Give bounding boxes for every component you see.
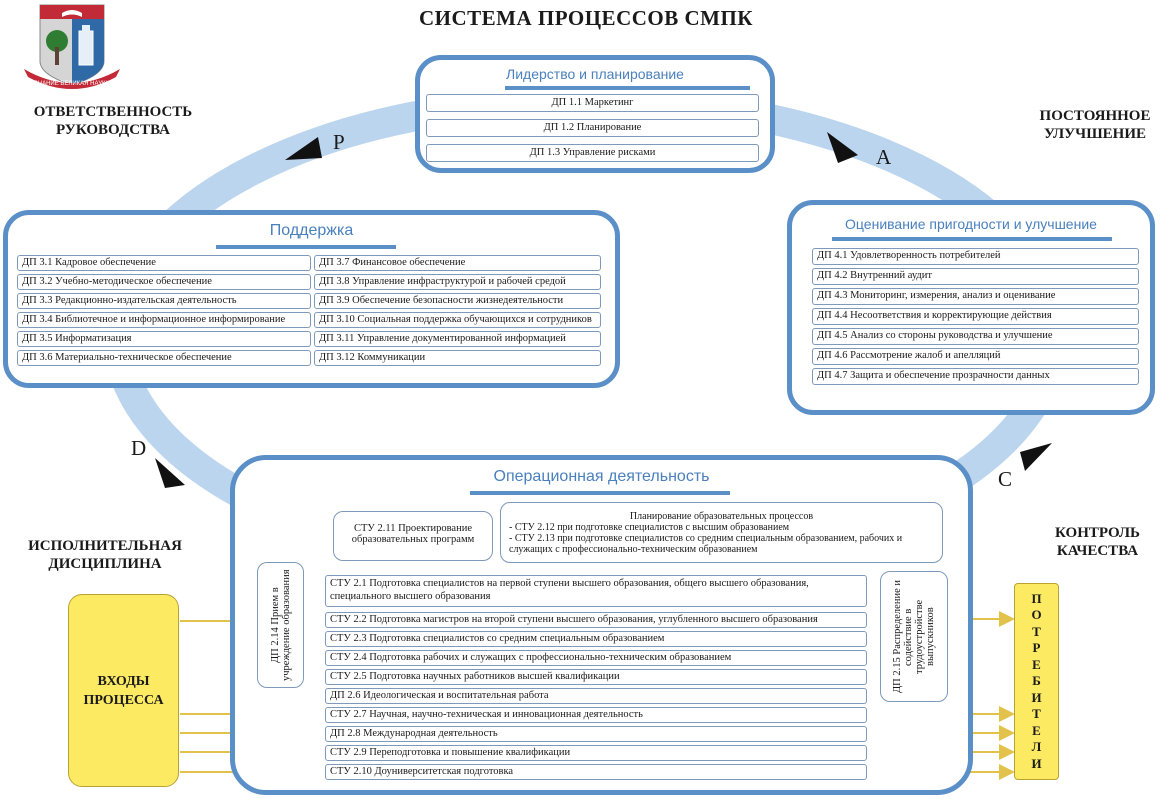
planning-processes-box[interactable]: Планирование образовательных процессов -… [500, 502, 943, 563]
consumers-label: П О Т Р Е Б И Т Е Л И [1031, 590, 1042, 771]
corner-label-line: ОТВЕТСТВЕННОСТЬ [33, 104, 193, 120]
process-item[interactable]: ДП 4.3 Мониторинг, измерения, анализ и о… [812, 288, 1139, 305]
process-item[interactable]: ДП 3.7 Финансовое обеспечение [314, 255, 601, 271]
process-row[interactable]: СТУ 2.5 Подготовка научных работников вы… [325, 669, 867, 685]
corner-label-line: ДИСЦИПЛИНА [48, 556, 162, 572]
university-logo: ЗНАНИЕ ВЕЛИКАЯ НАУКИ [22, 3, 122, 93]
process-item[interactable]: ДП 1.3 Управление рисками [426, 144, 759, 162]
cycle-letter-a: A [876, 145, 892, 169]
leadership-panel: Лидерство и планирование ДП 1.1 Маркетин… [415, 55, 775, 173]
operational-title: Операционная деятельность [493, 468, 710, 485]
corner-label-line: ПОСТОЯННОЕ [1039, 108, 1151, 124]
corner-label-line: УЛУЧШЕНИЕ [1043, 126, 1147, 142]
corner-label-line: РУКОВОДСТВА [56, 122, 170, 138]
cycle-letter-p: P [333, 130, 345, 154]
process-item[interactable]: ДП 4.6 Рассмотрение жалоб и апелляций [812, 348, 1139, 365]
support-title: Поддержка [269, 222, 354, 239]
process-item[interactable]: ДП 3.2 Учебно-методическое обеспечение [17, 274, 311, 290]
process-row[interactable]: СТУ 2.4 Подготовка рабочих и служащих с … [325, 650, 867, 666]
distribution-box[interactable]: ДП 2.15 Распределение и содействие в тру… [880, 571, 948, 702]
process-item[interactable]: ДП 3.6 Материально-техническое обеспечен… [17, 350, 311, 366]
process-row[interactable]: СТУ 2.9 Переподготовка и повышение квали… [325, 745, 867, 761]
process-item[interactable]: ДП 3.10 Социальная поддержка обучающихся… [314, 312, 601, 328]
logo-emblem-icon: ЗНАНИЕ ВЕЛИКАЯ НАУКИ [24, 4, 120, 89]
process-item[interactable]: ДП 1.2 Планирование [426, 119, 759, 137]
planning-heading: Планирование образовательных процессов [629, 511, 814, 522]
process-item[interactable]: ДП 4.1 Удовлетворенность потребителей [812, 248, 1139, 265]
process-row[interactable]: ДП 2.8 Международная деятельность [325, 726, 867, 742]
process-item[interactable]: ДП 4.2 Внутренний аудит [812, 268, 1139, 285]
cycle-arrow-d-icon [155, 458, 185, 488]
title-underline [505, 86, 750, 90]
corner-label-management-responsibility: ОТВЕТСТВЕННОСТЬ РУКОВОДСТВА [28, 103, 198, 139]
title-underline [832, 237, 1112, 241]
title-underline [470, 491, 730, 495]
corner-label-continual-improvement: ПОСТОЯННОЕ УЛУЧШЕНИЕ [1020, 107, 1170, 143]
cycle-arrow-a-icon [827, 132, 858, 163]
process-item[interactable]: ДП 3.9 Обеспечение безопасности жизнедея… [314, 293, 601, 309]
process-item[interactable]: ДП 3.8 Управление инфраструктурой и рабо… [314, 274, 601, 290]
corner-label-line: ИСПОЛНИТЕЛЬНАЯ [28, 538, 182, 554]
process-row[interactable]: СТУ 2.2 Подготовка магистров на второй с… [325, 612, 867, 628]
logo-ribbon-text: ЗНАНИЕ ВЕЛИКАЯ НАУКИ [34, 81, 110, 87]
process-item[interactable]: ДП 3.4 Библиотечное и информационное инф… [17, 312, 311, 328]
inputs-label-line: ПРОЦЕССА [83, 692, 164, 708]
process-item[interactable]: ДП 1.1 Маркетинг [426, 94, 759, 112]
corner-label-line: КАЧЕСТВА [1056, 543, 1139, 559]
process-row[interactable]: СТУ 2.1 Подготовка специалистов на перво… [325, 575, 867, 607]
corner-label-line: КОНТРОЛЬ [1055, 525, 1140, 541]
process-item[interactable]: ДП 3.1 Кадровое обеспечение [17, 255, 311, 271]
process-item[interactable]: ДП 4.5 Анализ со стороны руководства и у… [812, 328, 1139, 345]
title-underline [216, 245, 396, 249]
corner-label-quality-control: КОНТРОЛЬ КАЧЕСТВА [1030, 524, 1165, 560]
planning-line: - СТУ 2.13 при подготовке специалистов с… [509, 533, 903, 555]
leadership-title: Лидерство и планирование [506, 66, 684, 82]
evaluation-panel: Оценивание пригодности и улучшение ДП 4.… [787, 200, 1155, 415]
consumers-box: П О Т Р Е Б И Т Е Л И [1014, 583, 1059, 780]
process-inputs-box: ВХОДЫ ПРОЦЕССА [68, 594, 179, 787]
process-item[interactable]: ДП 3.3 Редакционно-издательская деятельн… [17, 293, 311, 309]
distribution-text: ДП 2.15 Распределение и содействие в тру… [892, 580, 936, 693]
design-programs-box[interactable]: СТУ 2.11 Проектирование образовательных … [333, 511, 493, 561]
process-row[interactable]: СТУ 2.10 Доуниверситетская подготовка [325, 764, 867, 780]
process-row[interactable]: СТУ 2.3 Подготовка специалистов со средн… [325, 631, 867, 647]
page-title: СИСТЕМА ПРОЦЕССОВ СМПК [418, 6, 754, 30]
cycle-letter-c: C [998, 467, 1013, 491]
process-item[interactable]: ДП 4.7 Защита и обеспечение прозрачности… [812, 368, 1139, 385]
process-item[interactable]: ДП 3.11 Управление документированной инф… [314, 331, 601, 347]
planning-line: - СТУ 2.12 при подготовке специалистов с… [509, 522, 790, 533]
admission-box[interactable]: ДП 2.14 Прием в учреждение образования [257, 562, 304, 688]
evaluation-title: Оценивание пригодности и улучшение [845, 216, 1097, 232]
process-row[interactable]: СТУ 2.7 Научная, научно-техническая и ин… [325, 707, 867, 723]
process-row[interactable]: ДП 2.6 Идеологическая и воспитательная р… [325, 688, 867, 704]
process-item[interactable]: ДП 4.4 Несоответствия и корректирующие д… [812, 308, 1139, 325]
process-item[interactable]: ДП 3.12 Коммуникации [314, 350, 601, 366]
cycle-arrow-p-icon [285, 137, 322, 160]
inputs-label-line: ВХОДЫ [97, 673, 150, 689]
process-item[interactable]: ДП 3.5 Информатизация [17, 331, 311, 347]
cycle-letter-d: D [131, 436, 147, 460]
cycle-arrow-c-icon [1020, 443, 1052, 471]
corner-label-executive-discipline: ИСПОЛНИТЕЛЬНАЯ ДИСЦИПЛИНА [10, 537, 200, 573]
admission-text: ДП 2.14 Прием в учреждение образования [269, 569, 292, 681]
support-panel: Поддержка ДП 3.1 Кадровое обеспечение ДП… [3, 210, 620, 388]
